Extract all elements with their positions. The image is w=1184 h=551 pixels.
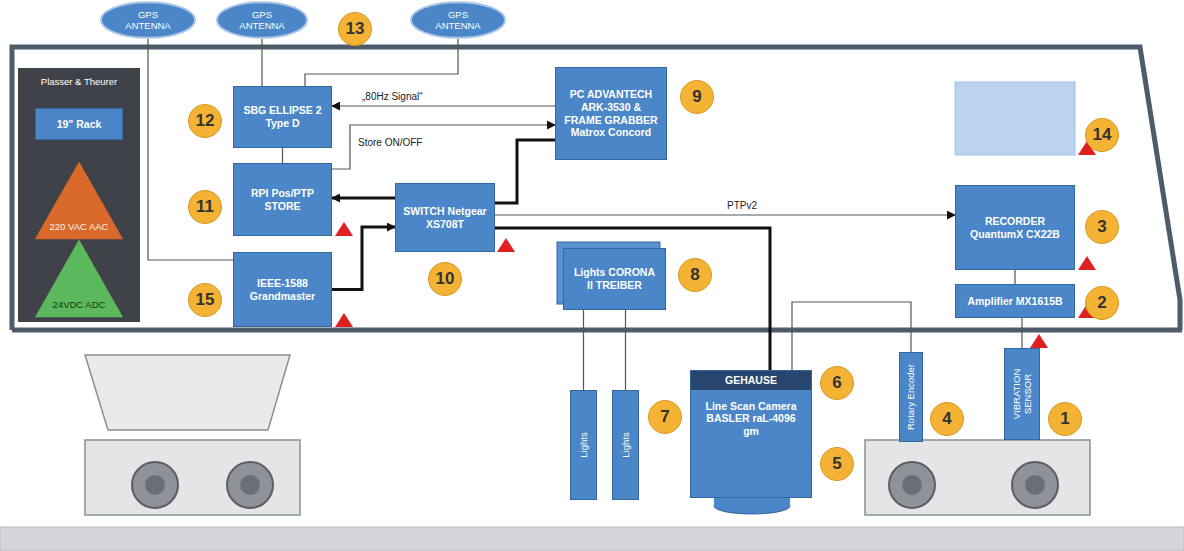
connector	[305, 39, 458, 86]
housing-heading: GEHAUSE	[691, 371, 811, 390]
node-label: RPI Pos/PTP STORE	[240, 187, 325, 212]
node-label: Amplifier MX1615B	[967, 295, 1062, 308]
connector	[332, 105, 555, 106]
node-label: IEEE-1588 Grandmaster	[240, 277, 325, 302]
encoder-box: Rotary Encoder	[899, 352, 923, 442]
connector	[1021, 318, 1022, 348]
connector	[495, 228, 770, 370]
node-label: Line Scan Camera BASLER raL-4096 gm	[691, 400, 811, 438]
light-box: Lights	[612, 390, 639, 500]
power-triangle: 24VDC ADC	[34, 238, 124, 318]
node-label: PC ADVANTECH ARK-3530 & FRAME GRABBER Ma…	[562, 88, 660, 138]
recorder-box: RECORDER QuantumX CX22B	[955, 185, 1075, 270]
callout-number: 8	[678, 258, 712, 292]
light-driver-box: Lights CORONA II TREIBER	[563, 248, 666, 310]
node-label: RECORDER QuantumX CX22B	[962, 215, 1068, 240]
power-triangle: 220 VAC AAC	[34, 160, 124, 240]
node-label: Lights	[620, 393, 631, 497]
connector	[282, 148, 283, 163]
connector	[495, 214, 955, 215]
gps-antenna: GPS ANTENNA	[410, 1, 506, 39]
vehicle-panel: Plasser & Theurer 19" Rack 220 VAC AAC 24VD…	[18, 68, 140, 322]
node-label: GPS ANTENNA	[428, 9, 488, 32]
callout-number: 11	[188, 190, 222, 224]
pc-box: PC ADVANTECH ARK-3530 & FRAME GRABBER Ma…	[555, 67, 667, 160]
callout-number: 3	[1085, 210, 1119, 244]
rpi-box: RPI Pos/PTP STORE	[233, 163, 332, 236]
callout-number: 9	[680, 80, 714, 114]
node-label: VIBRATION SENSOR	[1011, 351, 1034, 437]
connector	[332, 227, 395, 290]
connector-label: PTPv2	[725, 200, 759, 212]
connector	[1014, 270, 1015, 284]
node-label: Lights CORONA II TREIBER	[570, 266, 659, 291]
connector-label: Store ON/OFF	[356, 137, 424, 149]
callout-number: 5	[820, 447, 854, 481]
connector	[261, 39, 262, 86]
callout-number: 12	[188, 104, 222, 138]
callout-number: 4	[930, 402, 964, 436]
connector	[495, 140, 555, 203]
node-label: 19" Rack	[57, 118, 102, 131]
amplifier-box: Amplifier MX1615B	[955, 284, 1075, 318]
grandmaster-box: IEEE-1588 Grandmaster	[233, 252, 332, 327]
node-label: 220 VAC AAC	[50, 221, 109, 232]
node-label: Rotary Encoder	[905, 355, 916, 439]
imu-box: SBG ELLIPSE 2 Type D	[233, 86, 332, 148]
callout-number: 1	[1048, 402, 1082, 436]
callout-number: 15	[188, 283, 222, 317]
callout-number: 6	[820, 366, 854, 400]
gps-antenna: GPS ANTENNA	[100, 1, 196, 39]
light-box: Lights	[570, 390, 597, 500]
connector	[583, 310, 584, 390]
connector	[332, 197, 395, 200]
callout-number: 14	[1085, 118, 1119, 152]
rack-box: 19" Rack	[35, 108, 123, 140]
connector	[625, 310, 626, 390]
connector	[148, 39, 233, 260]
node-label: GPS ANTENNA	[118, 9, 178, 32]
node-label: Plasser & Theurer	[41, 76, 117, 87]
callout-number: 13	[338, 12, 372, 46]
callout-number: 2	[1085, 286, 1119, 320]
connector	[792, 302, 911, 370]
node-label: SBG ELLIPSE 2 Type D	[240, 104, 325, 129]
sensor-box: VIBRATION SENSOR	[1004, 348, 1040, 440]
gps-antenna: GPS ANTENNA	[216, 1, 308, 39]
callout-number: 10	[428, 262, 462, 296]
node-label: 24VDC ADC	[53, 299, 106, 310]
switch-box: SWITCH Netgear XS708T	[395, 183, 495, 252]
node-label: Lights	[578, 393, 589, 497]
connector	[332, 125, 555, 169]
node-label: SWITCH Netgear XS708T	[402, 205, 488, 230]
callout-number: 7	[648, 400, 682, 434]
node-label: GPS ANTENNA	[234, 9, 290, 32]
camera-housing: GEHAUSE Line Scan Camera BASLER raL-4096 …	[690, 370, 812, 498]
connector-label: „80Hz Signal“	[360, 91, 425, 103]
